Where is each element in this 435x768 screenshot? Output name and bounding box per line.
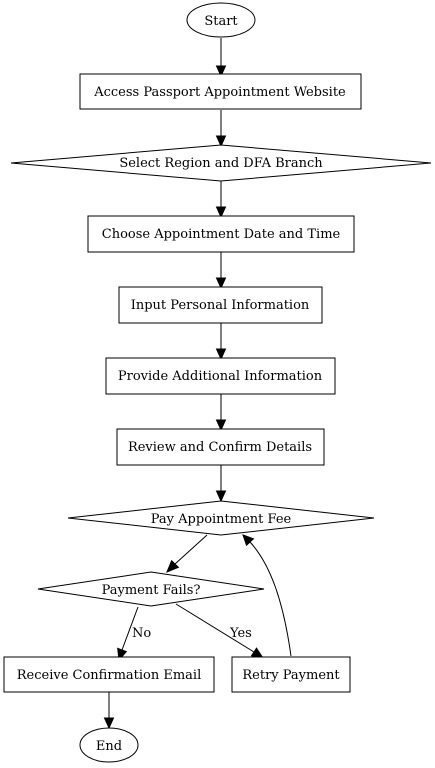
edge-label-yes: Yes bbox=[229, 626, 252, 641]
edge-fails-to-confirm bbox=[117, 606, 139, 662]
edge-input-to-additional bbox=[215, 323, 227, 361]
edge-access-to-region bbox=[215, 110, 227, 148]
edge-region-to-choose bbox=[215, 180, 227, 219]
node-pay-fee-label: Pay Appointment Fee bbox=[151, 512, 292, 527]
node-retry-payment: Retry Payment bbox=[231, 656, 351, 693]
node-confirmation-email-label: Receive Confirmation Email bbox=[17, 668, 202, 683]
node-end: End bbox=[79, 727, 139, 763]
edge-confirm-to-end bbox=[103, 692, 115, 730]
node-start-label: Start bbox=[204, 14, 238, 29]
node-select-region: Select Region and DFA Branch bbox=[10, 144, 432, 182]
node-select-region-label: Select Region and DFA Branch bbox=[119, 156, 323, 171]
node-pay-fee: Pay Appointment Fee bbox=[67, 500, 375, 536]
node-review-confirm-label: Review and Confirm Details bbox=[128, 440, 312, 455]
edges bbox=[103, 38, 292, 730]
node-access-website: Access Passport Appointment Website bbox=[79, 73, 362, 110]
node-choose-date: Choose Appointment Date and Time bbox=[87, 215, 355, 253]
node-payment-fails-label: Payment Fails? bbox=[102, 583, 201, 598]
node-review-confirm: Review and Confirm Details bbox=[116, 428, 325, 466]
node-payment-fails: Payment Fails? bbox=[37, 571, 265, 607]
node-input-personal: Input Personal Information bbox=[118, 286, 323, 324]
edge-choose-to-input bbox=[215, 252, 227, 290]
edge-label-no: No bbox=[132, 626, 151, 641]
node-additional-info: Provide Additional Information bbox=[105, 357, 336, 395]
edge-additional-to-review bbox=[215, 394, 227, 432]
node-access-website-label: Access Passport Appointment Website bbox=[93, 85, 346, 100]
edge-pay-to-fails bbox=[166, 534, 208, 573]
node-retry-payment-label: Retry Payment bbox=[242, 668, 340, 683]
edge-review-to-pay bbox=[215, 465, 227, 503]
node-additional-info-label: Provide Additional Information bbox=[118, 369, 323, 384]
edge-start-to-access bbox=[215, 38, 227, 78]
node-end-label: End bbox=[96, 739, 122, 754]
edge-retry-to-pay bbox=[242, 534, 292, 657]
node-choose-date-label: Choose Appointment Date and Time bbox=[102, 227, 341, 242]
node-start: Start bbox=[186, 2, 256, 38]
node-confirmation-email: Receive Confirmation Email bbox=[3, 656, 215, 693]
node-input-personal-label: Input Personal Information bbox=[131, 298, 310, 313]
